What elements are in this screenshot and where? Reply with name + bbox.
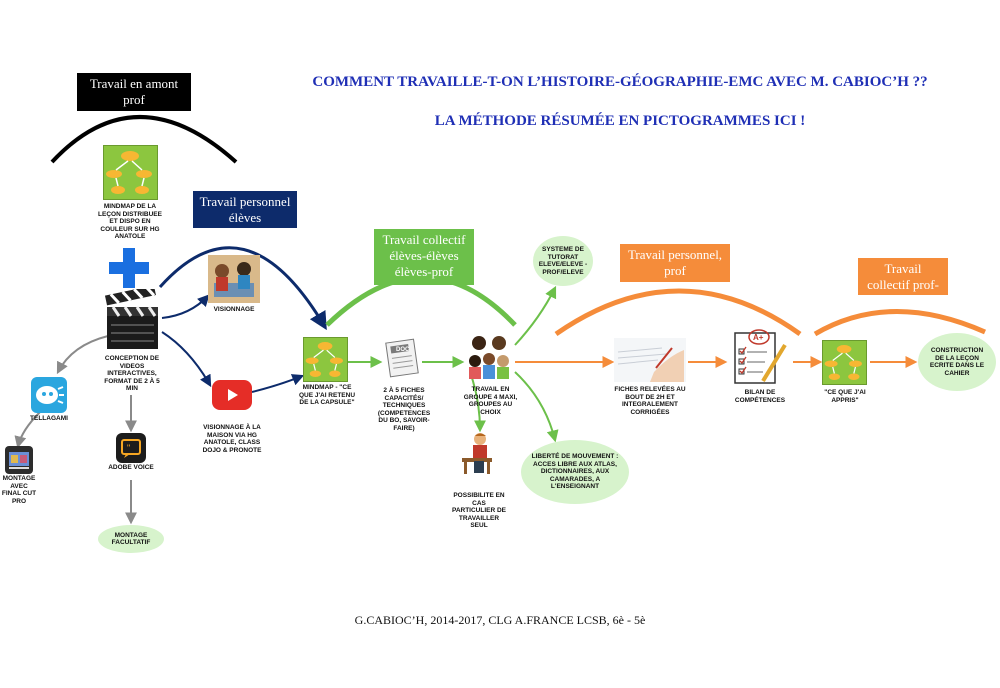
caption-montage-final: MONTAGE AVEC FINAL CUT PRO xyxy=(1,475,37,505)
arc-perso-prof xyxy=(554,288,802,337)
mindmap-icon xyxy=(103,145,158,200)
mindmap-retenu-icon xyxy=(303,337,348,382)
caption-groupe: TRAVAIL EN GROUPE 4 MAXI, GROUPES AU CHO… xyxy=(463,386,518,416)
plus-icon xyxy=(109,248,149,288)
student-group-image xyxy=(463,333,515,379)
adobe-voice-icon: " xyxy=(116,433,146,463)
arrow-to-youtube xyxy=(161,331,212,388)
arrow-to-tutorat xyxy=(514,285,557,346)
caption-fiches-relevees: FICHES RELEVÉES AU BOUT DE 2H ET INTEGRA… xyxy=(614,386,686,416)
arc-perso-eleves xyxy=(158,246,327,331)
arrow-to-liberte xyxy=(514,371,559,443)
header-collectif: Travail collectif élèves-élèves élèves-p… xyxy=(374,229,474,285)
caption-bilan: BILAN DE COMPÉTENCES xyxy=(734,389,786,404)
grade-label: A+ xyxy=(753,333,764,342)
caption-appris: "CE QUE J'AI APPRIS" xyxy=(824,389,866,404)
header-perso-prof: Travail personnel, prof xyxy=(620,244,730,282)
mindmap-appris-icon xyxy=(822,340,867,385)
youtube-icon xyxy=(212,380,252,410)
svg-text:": " xyxy=(127,443,130,453)
caption-montage-facultatif: MONTAGE FACULTATIF xyxy=(111,531,151,547)
liberte-oval: LIBERTÉ DE MOUVEMENT : ACCES LIBRE AUX A… xyxy=(521,440,629,504)
caption-adobe-voice: ADOBE VOICE xyxy=(108,464,154,471)
caption-seul: POSSIBILITE EN CAS PARTICULIER DE TRAVAI… xyxy=(451,492,507,529)
caption-tutorat: SYSTEME DE TUTORAT ELEVE/ELEVE - PROF/EL… xyxy=(538,246,588,276)
caption-fiches: 2 À 5 FICHES CAPACITÉS/ TECHNIQUES (COMP… xyxy=(377,387,431,432)
arc-amont xyxy=(50,115,238,164)
caption-construction: CONSTRUCTION DE LA LEÇON ECRITE DANS LE … xyxy=(929,347,985,377)
clapperboard-icon xyxy=(104,285,160,351)
header-perso-eleves: Travail personnel élèves xyxy=(193,191,297,228)
student-alone-image xyxy=(458,432,498,477)
arrow-to-visionnage xyxy=(161,294,210,319)
doc-label: DOC xyxy=(396,347,410,353)
caption-liberte: LIBERTÉ DE MOUVEMENT : ACCES LIBRE AUX A… xyxy=(531,453,619,491)
construction-oval: CONSTRUCTION DE LA LEÇON ECRITE DANS LE … xyxy=(918,333,996,391)
tutorat-oval: SYSTEME DE TUTORAT ELEVE/ELEVE - PROF/EL… xyxy=(533,236,593,286)
final-cut-pro-icon xyxy=(5,446,33,474)
caption-mindmap-distrib: MINDMAP DE LA LEÇON DISTRIBUEE ET DISPO … xyxy=(98,203,162,240)
page-subtitle: LA MÉTHODE RÉSUMÉE EN PICTOGRAMMES ICI ! xyxy=(434,113,806,129)
footer-credit: G.CABIOC’H, 2014-2017, CLG A.FRANCE LCSB… xyxy=(354,613,646,627)
checklist-icon: A+ xyxy=(729,327,791,387)
tellagami-icon xyxy=(31,377,67,413)
header-collectif-prof: Travail collectif prof-élèves xyxy=(858,258,948,308)
document-icon: DOC xyxy=(382,337,422,379)
arrow-to-tellagami xyxy=(56,335,109,375)
arrow-to-finalcut xyxy=(14,411,41,449)
caption-visionnage-maison: VISIONNAGE À LA MAISON VIA HG ANATOLE, C… xyxy=(202,424,262,454)
page-title: COMMENT TRAVAILLE-T-ON L’HISTOIRE-GÉOGRA… xyxy=(312,74,928,90)
caption-visionnage: VISIONNAGE xyxy=(213,306,255,313)
caption-mindmap-retenu: MINDMAP - "CE QUE J'AI RETENU DE LA CAPS… xyxy=(298,384,356,406)
arrow-youtube-to-mindmap xyxy=(251,374,305,393)
writing-hand-image xyxy=(614,338,686,382)
students-watching-image xyxy=(208,255,260,303)
caption-tellagami: TELLAGAMI xyxy=(30,415,68,422)
montage-facultatif-oval: MONTAGE FACULTATIF xyxy=(98,525,164,553)
header-amont-prof: Travail en amont prof xyxy=(77,73,191,111)
caption-conception: CONCEPTION DE VIDEOS INTERACTIVES, FORMA… xyxy=(104,355,160,392)
arc-collectif-prof xyxy=(813,309,987,337)
